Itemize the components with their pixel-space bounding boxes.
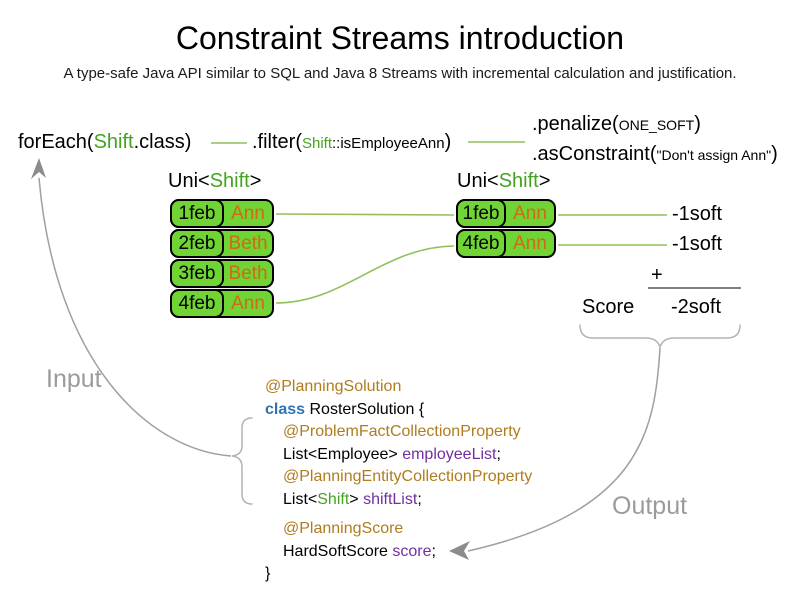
close-brace: } (265, 565, 271, 582)
shift-employee: Ann (513, 202, 547, 224)
field2-pre: List< (283, 490, 318, 508)
foreach-call: forEach(Shift.class) (18, 130, 191, 154)
filter-post: ) (444, 131, 452, 153)
penalty-label-1: -1soft (672, 203, 723, 225)
output-arrow-curve (467, 347, 661, 552)
field3-end: ; (431, 542, 436, 560)
annotation-planning-entity: @PlanningEntityCollectionProperty (283, 468, 533, 485)
code-line-field2: List<Shift> shiftList; (265, 489, 532, 512)
input-label: Input (46, 365, 102, 393)
shift-date: 2feb (170, 229, 224, 258)
shift-employee: Ann (231, 292, 265, 314)
page-subtitle: A type-safe Java API similar to SQL and … (63, 65, 737, 82)
field1-type: List<Employee> (283, 445, 403, 463)
class-name: RosterSolution { (305, 400, 425, 418)
code-line-field3: HardSoftScore score; (265, 541, 436, 564)
output-arrowhead-icon (449, 541, 470, 560)
uni-pre: Uni< (168, 170, 210, 192)
field2-name: shiftList (363, 490, 418, 508)
plus-sign: + (651, 264, 663, 286)
asconstraint-pre: .asConstraint( (532, 143, 657, 165)
page-title: Constraint Streams introduction (175, 20, 625, 56)
field2-end: ; (417, 490, 422, 508)
uni-post: > (538, 170, 551, 192)
score-value: -2soft (671, 296, 722, 318)
foreach-pre: forEach( (18, 131, 94, 153)
field1-end: ; (496, 445, 501, 463)
connector-row4 (275, 245, 455, 304)
foreach-class-ref: Shift (93, 131, 134, 153)
filter-pre: .filter( (252, 131, 302, 153)
field3-name: score (392, 542, 432, 560)
code-line-class-decl: class RosterSolution { (265, 399, 532, 422)
uni-post: > (249, 170, 262, 192)
field2-mid: > (349, 490, 364, 508)
annotation-planning-score: @PlanningScore (283, 520, 404, 537)
connector-row1 (275, 213, 455, 216)
penalize-arg: ONE_SOFT (618, 117, 695, 133)
input-arrow-curve (38, 177, 232, 457)
code-line-field1: List<Employee> employeeList; (265, 444, 532, 467)
asconstraint-post: ) (771, 143, 778, 165)
penalize-call: .penalize(ONE_SOFT) (532, 112, 701, 137)
code-line-annotation1: @PlanningSolution (265, 376, 532, 399)
code-line-annotation3: @PlanningEntityCollectionProperty (265, 466, 532, 489)
penalize-pre: .penalize( (532, 113, 619, 135)
annotation-planning-solution: @PlanningSolution (265, 378, 402, 395)
shift-date: 4feb (170, 289, 224, 318)
shift-row: 4feb Ann (456, 229, 556, 258)
shift-date: 1feb (456, 199, 506, 228)
field2-class: Shift (317, 490, 350, 508)
shift-row: 4feb Ann (170, 289, 274, 318)
output-label: Output (612, 492, 688, 520)
shift-row: 1feb Ann (456, 199, 556, 228)
shift-date: 1feb (170, 199, 224, 228)
uni-class: Shift (209, 170, 250, 192)
code-line-close-brace: } (265, 563, 436, 586)
score-label: Score (582, 296, 635, 318)
field3-type: HardSoftScore (283, 542, 393, 560)
foreach-post: .class) (133, 131, 192, 153)
field1-name: employeeList (402, 445, 497, 463)
planning-score-code: @PlanningScore HardSoftScore score; } (265, 518, 436, 586)
penalty-label-2: -1soft (672, 233, 723, 255)
filter-call: .filter(Shift::isEmployeeAnn) (252, 130, 451, 156)
shift-row: 1feb Ann (170, 199, 274, 228)
code-brace (231, 417, 253, 505)
shift-date: 4feb (456, 229, 506, 258)
shift-employee: Ann (513, 232, 547, 254)
annotation-problem-fact: @ProblemFactCollectionProperty (283, 423, 521, 440)
filter-class-ref: Shift (302, 135, 333, 152)
shift-employee: Beth (228, 232, 268, 254)
asconstraint-arg: "Don't assign Ann" (656, 147, 772, 163)
score-underbrace (579, 324, 741, 350)
shift-employee: Ann (231, 202, 265, 224)
asconstraint-call: .asConstraint("Don't assign Ann") (532, 142, 778, 167)
filter-method-ref: ::isEmployeeAnn (332, 135, 445, 152)
uni-shift-label-left: Uni<Shift> (168, 169, 261, 193)
uni-shift-label-right: Uni<Shift> (457, 169, 550, 193)
uni-class: Shift (498, 170, 539, 192)
input-arrowhead-icon (31, 158, 46, 179)
uni-pre: Uni< (457, 170, 499, 192)
code-line-annotation4: @PlanningScore (265, 518, 436, 541)
shift-date: 3feb (170, 259, 224, 288)
planning-solution-code: @PlanningSolution class RosterSolution {… (265, 376, 532, 511)
shift-employee: Beth (228, 262, 268, 284)
class-keyword: class (265, 400, 306, 418)
penalize-post: ) (694, 113, 701, 135)
code-line-annotation2: @ProblemFactCollectionProperty (265, 421, 532, 444)
